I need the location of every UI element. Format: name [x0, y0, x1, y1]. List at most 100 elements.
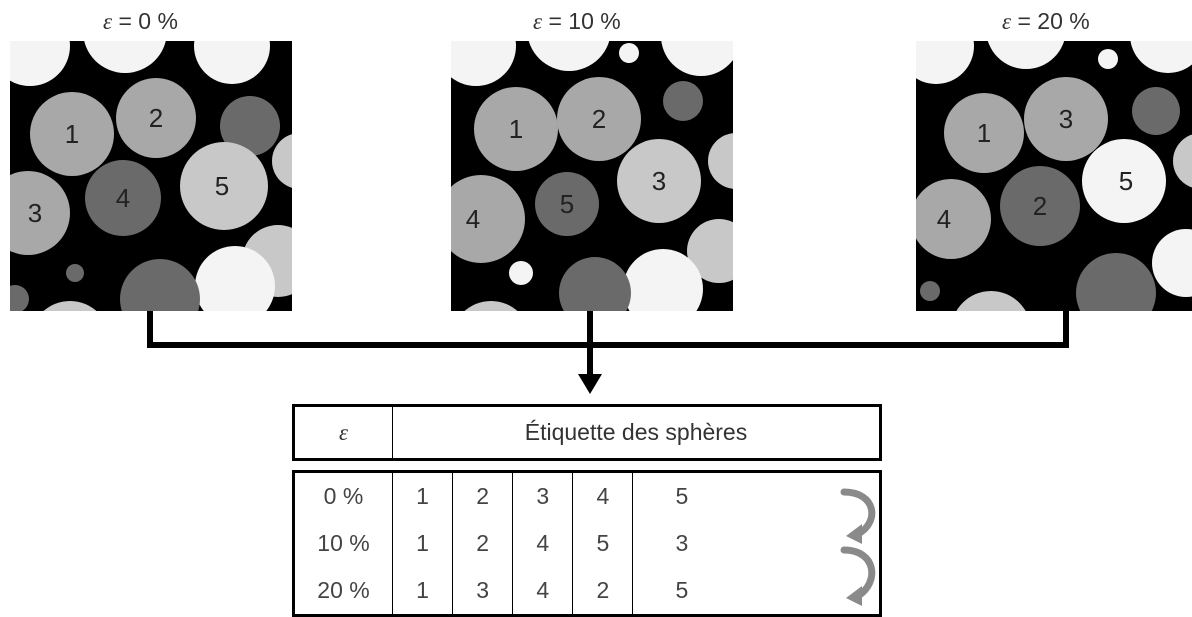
sphere — [528, 41, 610, 71]
sphere — [272, 134, 292, 188]
sphere-label: 1 — [65, 119, 79, 149]
sphere-label: 5 — [1119, 166, 1133, 196]
sphere — [987, 41, 1065, 69]
sphere-1 — [944, 93, 1024, 173]
sphere-label: 2 — [592, 104, 606, 134]
sphere — [1132, 87, 1180, 135]
sphere — [559, 257, 631, 311]
sphere-3 — [617, 139, 701, 223]
label-table-header: ε Étiquette des sphères — [292, 404, 882, 461]
label-cell: 5 — [632, 567, 881, 616]
sphere-5 — [535, 172, 599, 236]
sphere-image-eps-0: 1 2 4 5 3 — [10, 41, 292, 311]
sphere-3 — [1024, 77, 1108, 161]
sphere — [916, 41, 974, 84]
sphere — [1076, 253, 1156, 311]
table-row: 10 % 1 2 4 5 3 — [294, 520, 881, 567]
sphere-label: 4 — [116, 183, 130, 213]
sphere — [194, 41, 270, 84]
sphere-2 — [1000, 166, 1080, 246]
swap-arrow-curve-2 — [840, 546, 876, 600]
arrow-down-icon — [578, 374, 602, 394]
label-cell: 4 — [512, 520, 573, 567]
sphere — [687, 219, 733, 283]
sphere-label: 3 — [28, 198, 42, 228]
sphere-label: 5 — [215, 171, 229, 201]
sphere-label: 4 — [466, 204, 480, 234]
sphere — [623, 249, 703, 311]
sphere-label: 2 — [149, 103, 163, 133]
label-cell: 2 — [452, 520, 513, 567]
sphere-image-eps-0-svg: 1 2 4 5 3 — [10, 41, 292, 311]
sphere — [220, 96, 280, 156]
sphere — [661, 41, 733, 76]
sphere — [509, 261, 533, 285]
sphere — [195, 246, 275, 311]
sphere — [1130, 41, 1192, 73]
curved-arrow-icon — [846, 524, 862, 544]
sphere — [956, 291, 1026, 311]
label-cell: 3 — [452, 567, 513, 616]
epsilon-header: ε — [293, 405, 393, 460]
sphere-4 — [85, 160, 161, 236]
sphere-label: 1 — [509, 114, 523, 144]
sphere-image-eps-10-svg: 1 2 5 3 4 — [451, 41, 733, 311]
table-row: 20 % 1 3 4 2 5 — [294, 567, 881, 616]
panel-caption-eps-0: ε = 0 % — [103, 8, 178, 34]
sphere-1 — [474, 87, 558, 171]
sphere — [1152, 229, 1192, 297]
label-cell: 5 — [632, 471, 881, 520]
sphere — [120, 259, 200, 311]
label-cell: 3 — [512, 471, 573, 520]
eps-cell: 10 % — [317, 530, 370, 556]
swap-arrows — [840, 488, 876, 606]
label-cell: 5 — [572, 520, 633, 567]
sphere-3 — [10, 171, 70, 255]
sphere — [43, 301, 97, 311]
sphere-5 — [1082, 139, 1166, 223]
sphere — [619, 43, 639, 63]
panel-caption-eps-20: ε = 20 % — [1002, 8, 1090, 34]
sphere — [920, 281, 940, 301]
label-cell: 1 — [391, 471, 453, 520]
label-cell: 3 — [632, 520, 881, 567]
sphere — [464, 301, 518, 311]
sphere-image-eps-20: 1 3 2 5 4 — [916, 41, 1192, 311]
curved-arrow-icon — [846, 586, 862, 606]
sphere — [10, 285, 29, 311]
eps-cell: 20 % — [317, 577, 370, 603]
sphere-image-eps-20-svg: 1 3 2 5 4 — [916, 41, 1192, 311]
sphere — [708, 133, 733, 189]
eps-cell: 0 % — [323, 483, 364, 509]
sphere-5 — [180, 142, 268, 230]
sphere-label: 5 — [560, 189, 574, 219]
sphere — [66, 264, 84, 282]
sphere-2 — [557, 77, 641, 161]
sphere — [1098, 49, 1118, 69]
swap-arrow-curve-1 — [840, 488, 876, 538]
label-table: 0 % 1 2 3 4 5 10 % 1 2 4 5 3 20 % 1 3 4 … — [292, 470, 882, 617]
table-title: Étiquette des sphères — [392, 405, 881, 460]
sphere-2 — [116, 78, 196, 158]
label-cell: 4 — [512, 567, 573, 616]
sphere-label: 3 — [652, 166, 666, 196]
table-row: 0 % 1 2 3 4 5 — [294, 471, 881, 520]
sphere — [1173, 134, 1192, 188]
sphere — [84, 41, 166, 73]
sphere — [10, 41, 70, 86]
sphere-label: 4 — [937, 204, 951, 234]
panel-caption-eps-10: ε = 10 % — [533, 8, 621, 34]
sphere-4 — [916, 179, 991, 259]
sphere — [451, 41, 516, 86]
sphere-label: 2 — [1033, 191, 1047, 221]
sphere-4 — [451, 175, 525, 263]
label-cell: 2 — [452, 471, 513, 520]
sphere-label: 3 — [1059, 104, 1073, 134]
label-cell: 1 — [391, 520, 453, 567]
sphere-image-eps-10: 1 2 5 3 4 — [451, 41, 733, 311]
sphere — [663, 81, 703, 121]
label-cell: 2 — [572, 567, 633, 616]
label-cell: 4 — [572, 471, 633, 520]
label-cell: 1 — [391, 567, 453, 616]
